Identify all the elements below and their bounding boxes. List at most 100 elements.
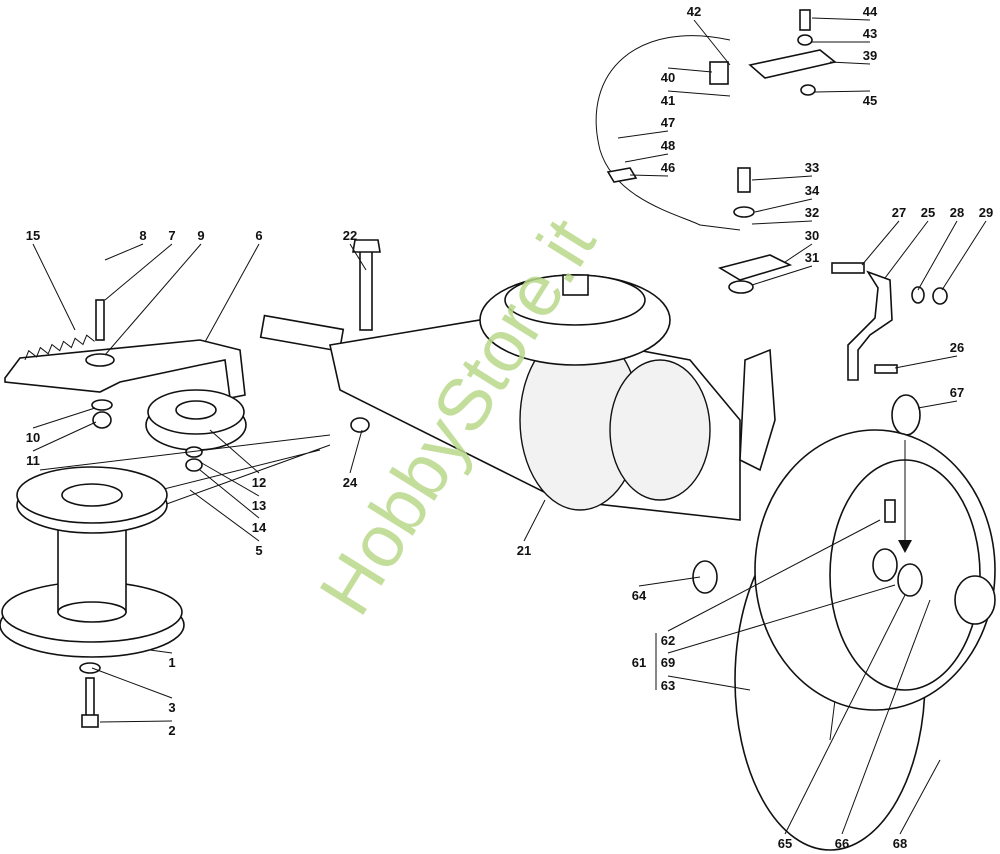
leader-line-64: [638, 576, 701, 587]
part-label-44: 44: [863, 4, 878, 19]
part-label-1: 1: [168, 655, 175, 670]
leader-line-48: [624, 153, 669, 163]
part-label-25: 25: [921, 205, 935, 220]
arrow-icon: [898, 540, 912, 553]
part-label-11: 11: [26, 453, 40, 468]
leader-line-15: [32, 243, 76, 331]
part-label-68: 68: [893, 836, 907, 851]
leader-line-62: [667, 519, 881, 632]
part-label-27: 27: [892, 205, 906, 220]
part-label-34: 34: [805, 183, 820, 198]
part-label-9: 9: [197, 228, 204, 243]
part-label-32: 32: [805, 205, 819, 220]
leader-line-25: [884, 220, 929, 279]
leader-line-63: [667, 675, 751, 691]
leader-line-13: [199, 461, 260, 497]
part-label-3: 3: [168, 700, 175, 715]
transaxle: [259, 239, 776, 521]
part-label-28: 28: [950, 205, 964, 220]
part-label-62: 62: [661, 633, 675, 648]
part-label-39: 39: [863, 48, 877, 63]
part-label-10: 10: [26, 430, 40, 445]
part-label-6: 6: [255, 228, 262, 243]
part-label-33: 33: [805, 160, 819, 175]
cable-clamp: [606, 167, 793, 294]
leader-line-46: [629, 174, 669, 177]
leader-line-21: [523, 499, 546, 542]
leader-line-39: [829, 61, 871, 65]
leader-line-26: [894, 355, 958, 369]
part-label-13: 13: [252, 498, 266, 513]
leader-line-66: [841, 599, 931, 835]
leader-line-8: [104, 243, 144, 261]
part-label-66: 66: [835, 836, 849, 851]
part-label-30: 30: [805, 228, 819, 243]
leader-line-69: [667, 584, 896, 654]
leader-line-12: [209, 429, 260, 474]
leader-line-31: [751, 265, 813, 286]
part-label-31: 31: [805, 250, 819, 265]
leader-line-30: [784, 243, 813, 263]
part-label-12: 12: [252, 475, 266, 490]
leader-line-7: [104, 243, 173, 301]
part-label-14: 14: [252, 520, 267, 535]
leader-line-22: [349, 243, 367, 271]
leader-line-45: [814, 90, 871, 93]
part-label-61: 61: [632, 655, 646, 670]
part-label-48: 48: [661, 138, 675, 153]
leader-line-2: [99, 720, 173, 723]
part-label-63: 63: [661, 678, 675, 693]
leader-line-28: [917, 220, 958, 291]
leader-line-44: [811, 17, 871, 21]
part-label-8: 8: [139, 228, 146, 243]
leader-line-47: [617, 130, 669, 139]
leader-line-65: [784, 594, 906, 835]
part-label-46: 46: [661, 160, 675, 175]
part-label-45: 45: [863, 93, 877, 108]
part-label-64: 64: [632, 588, 647, 603]
part-label-7: 7: [168, 228, 175, 243]
part-label-29: 29: [979, 205, 993, 220]
leader-line-27: [861, 220, 900, 266]
part-label-40: 40: [661, 70, 675, 85]
part-label-22: 22: [343, 228, 357, 243]
leader-line-5: [189, 489, 260, 542]
rear-wheel: [692, 429, 996, 851]
part-label-69: 69: [661, 655, 675, 670]
leader-line-6: [204, 243, 260, 343]
leader-line-24: [349, 429, 363, 474]
leader-line-10: [32, 407, 96, 429]
leader-line-34: [754, 198, 813, 213]
leader-line-68: [899, 759, 941, 835]
part-label-41: 41: [661, 93, 675, 108]
leader-line-14: [199, 469, 260, 519]
part-label-21: 21: [517, 543, 531, 558]
part-label-43: 43: [863, 26, 877, 41]
leader-line-9: [104, 243, 202, 356]
part-label-5: 5: [255, 543, 262, 558]
leader-line-67: [917, 400, 958, 409]
brake-bracket: [831, 262, 948, 381]
part-label-26: 26: [950, 340, 964, 355]
part-label-24: 24: [343, 475, 358, 490]
control-cable: [595, 35, 741, 231]
leader-line-42: [693, 19, 731, 66]
leader-line-1: [149, 649, 173, 654]
part-label-67: 67: [950, 385, 964, 400]
idler-pulley: [145, 389, 247, 472]
leader-line-40: [667, 67, 713, 73]
washer-67: [891, 394, 921, 436]
part-label-2: 2: [168, 723, 175, 738]
part-label-42: 42: [687, 4, 701, 19]
leader-line-29: [941, 220, 987, 291]
engine-pulley: [0, 466, 185, 728]
leader-line-11: [32, 421, 97, 452]
leader-line-33: [751, 175, 813, 181]
leader-line-41: [667, 90, 731, 97]
lever-bracket: [709, 9, 837, 96]
leader-line-32: [751, 220, 813, 225]
idler-arm: [4, 299, 246, 429]
part-label-15: 15: [26, 228, 40, 243]
